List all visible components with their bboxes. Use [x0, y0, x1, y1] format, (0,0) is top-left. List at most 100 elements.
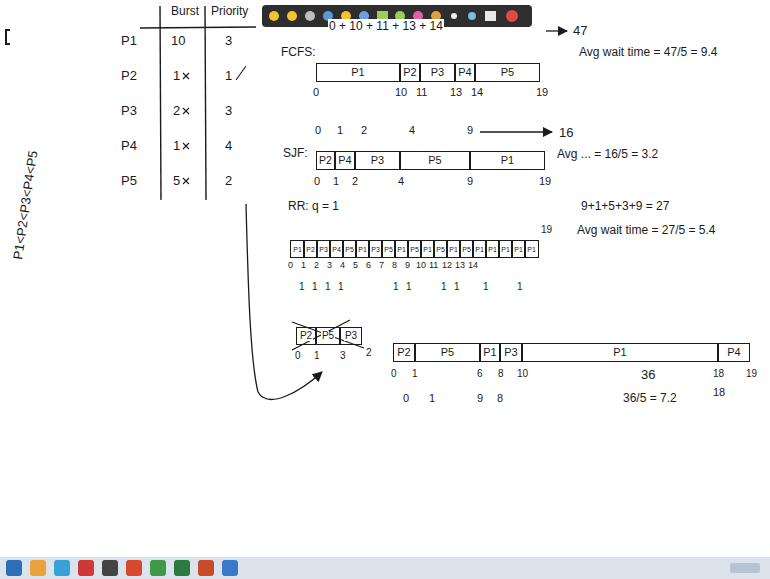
handwritten-label: RR: q = 1: [287, 200, 340, 213]
app-icon: [102, 560, 118, 576]
process-name: P1: [482, 347, 497, 358]
label-text: 2: [360, 124, 368, 136]
cross-tick: [183, 73, 189, 79]
handwritten-label: 2: [365, 347, 373, 358]
process-name: P5: [321, 331, 335, 341]
handwritten-label: 3: [224, 34, 233, 48]
label-text: 14: [470, 86, 484, 98]
label-text: P4: [120, 138, 138, 153]
tick-marks: [183, 66, 246, 184]
handwritten-label: Burst: [170, 5, 200, 18]
handwritten-label: 19: [540, 224, 553, 235]
handwritten-label: 3: [326, 261, 333, 271]
handwritten-label: P5: [120, 174, 138, 188]
process-name: P1: [474, 246, 485, 253]
edge-mark: [6, 30, 10, 44]
label-text: 36: [640, 367, 656, 382]
label-text: 1: [453, 281, 461, 292]
label-text: 9: [466, 124, 474, 136]
label-text: 7: [378, 260, 385, 270]
app-icon: [126, 560, 142, 576]
handwritten-label: 1: [300, 261, 307, 271]
handwritten-label: 36/5 = 7.2: [622, 392, 678, 405]
label-text: 8: [497, 368, 505, 379]
table-grid: [140, 6, 256, 200]
curved-arrow: [246, 204, 322, 399]
process-name: P4: [337, 155, 352, 166]
process-name: P5: [500, 67, 515, 78]
handwritten-label: 14: [470, 86, 484, 98]
label-text: 1: [332, 175, 340, 187]
gantt-cell: P4: [335, 151, 355, 170]
handwritten-label: 8: [497, 368, 505, 379]
handwritten-label: P2: [120, 69, 138, 83]
handwritten-label: 1: [392, 281, 400, 292]
label-text: 1: [405, 281, 413, 292]
gantt-cell: P1: [522, 343, 718, 362]
handwritten-label: 3: [339, 350, 347, 361]
gantt-cell: P2: [393, 343, 415, 362]
process-name: P4: [331, 246, 342, 253]
gantt-cell: P3: [340, 327, 362, 345]
handwritten-label: 1: [224, 69, 233, 83]
label-text: 0: [313, 175, 321, 187]
handwritten-label: 0: [314, 124, 322, 136]
handwritten-label: 1: [428, 392, 436, 404]
handwritten-label: 6: [476, 368, 484, 379]
label-text: 1: [336, 124, 344, 136]
tool-icon: [305, 11, 315, 21]
result-arrow: [480, 131, 552, 132]
label-text: 1: [298, 281, 306, 292]
label-text: 0: [402, 392, 410, 404]
label-text: 1: [411, 368, 419, 379]
handwritten-label: 2: [172, 104, 181, 118]
label-text: P1: [120, 33, 138, 48]
label-text: 11: [428, 260, 439, 270]
handwritten-label: 2: [313, 261, 320, 271]
gantt-cell: P3: [420, 63, 455, 82]
label-text: P1<P2<P3<P4<P5: [10, 149, 40, 262]
process-name: P1: [612, 347, 627, 358]
label-text: 1: [516, 281, 524, 292]
taskbar: [0, 557, 770, 579]
process-name: P3: [430, 67, 445, 78]
gantt-cell: P4: [718, 343, 750, 362]
handwritten-label: 8: [391, 261, 398, 271]
handwritten-label: 10: [516, 368, 529, 379]
app-icon: [6, 560, 22, 576]
tool-icon: [506, 10, 518, 22]
label-text: 2: [172, 103, 181, 118]
process-name: P3: [318, 246, 329, 253]
process-name: P1: [357, 246, 368, 253]
gantt-cell: P1: [316, 63, 400, 82]
label-text: 6: [365, 260, 372, 270]
label-text: 10: [394, 86, 408, 98]
handwritten-label: 6: [365, 261, 372, 271]
handwritten-label: SJF:: [282, 147, 309, 160]
app-icon: [150, 560, 166, 576]
process-name: P5: [383, 246, 394, 253]
label-text: Avg wait time = 27/5 = 5.4: [576, 223, 717, 237]
handwritten-label: 0: [313, 175, 321, 187]
handwritten-label: 0: [312, 86, 320, 98]
process-name: P2: [402, 67, 417, 78]
cross-out: [292, 320, 364, 350]
handwritten-label: 1: [405, 281, 413, 292]
label-text: 2: [224, 173, 233, 188]
handwritten-label: 9+1+5+3+9 = 27: [580, 200, 670, 213]
handwritten-label: 10: [415, 261, 427, 271]
label-text: 1: [172, 138, 181, 153]
handwritten-label: FCFS:: [280, 46, 317, 59]
handwritten-label: 9: [466, 124, 474, 136]
app-icon: [30, 560, 46, 576]
label-text: 3: [224, 103, 233, 118]
handwritten-label: 10: [170, 34, 186, 48]
label-text: 1: [428, 392, 436, 404]
handwritten-label: 0 + 10 + 11 + 13 + 14: [328, 20, 444, 33]
table-line: [140, 27, 256, 28]
label-text: 1: [440, 281, 448, 292]
handwritten-label: 1: [311, 281, 319, 292]
label-text: 4: [224, 138, 233, 153]
process-name: P1: [448, 246, 459, 253]
